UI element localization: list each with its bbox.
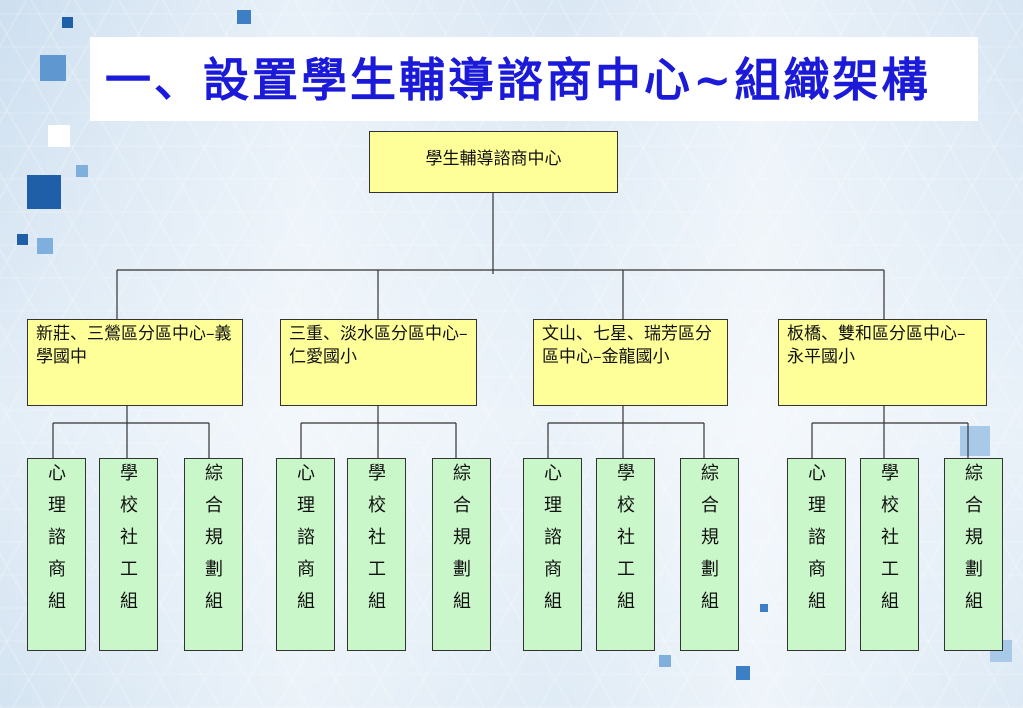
leaf-general-planning: 綜合規劃組 [680,458,739,651]
decor-square [237,10,251,24]
decor-square [17,234,28,245]
branch-node-3: 文山、七星、瑞芳區分區中心–金龍國小 [533,319,728,406]
leaf-school-social-work: 學校社工組 [860,458,919,651]
leaf-psych-counseling: 心理諮商組 [276,458,335,651]
leaf-general-planning: 綜合規劃組 [184,458,243,651]
root-node: 學生輔導諮商中心 [369,131,618,193]
leaf-school-social-work: 學校社工組 [347,458,406,651]
branch-node-1: 新莊、三鶯區分區中心–義學國中 [27,319,243,406]
decor-square [48,125,70,147]
decor-square [37,238,53,254]
decor-square [76,165,88,177]
decor-square [736,666,750,680]
branch-node-2: 三重、淡水區分區中心–仁愛國小 [280,319,477,406]
leaf-psych-counseling: 心理諮商組 [523,458,582,651]
decor-square [659,655,671,667]
leaf-psych-counseling: 心理諮商組 [27,458,86,651]
decor-square [40,55,66,81]
decor-square [27,175,61,209]
page-title: 一、設置學生輔導諮商中心~組織架構 [105,53,931,107]
decor-square [960,426,990,456]
leaf-general-planning: 綜合規劃組 [944,458,1003,651]
branch-node-4: 板橋、雙和區分區中心–永平國小 [778,319,987,406]
leaf-general-planning: 綜合規劃組 [432,458,491,651]
title-background [90,37,978,121]
decor-square [760,604,768,612]
leaf-school-social-work: 學校社工組 [99,458,158,651]
leaf-psych-counseling: 心理諮商組 [787,458,846,651]
decor-square [62,17,73,28]
leaf-school-social-work: 學校社工組 [596,458,655,651]
